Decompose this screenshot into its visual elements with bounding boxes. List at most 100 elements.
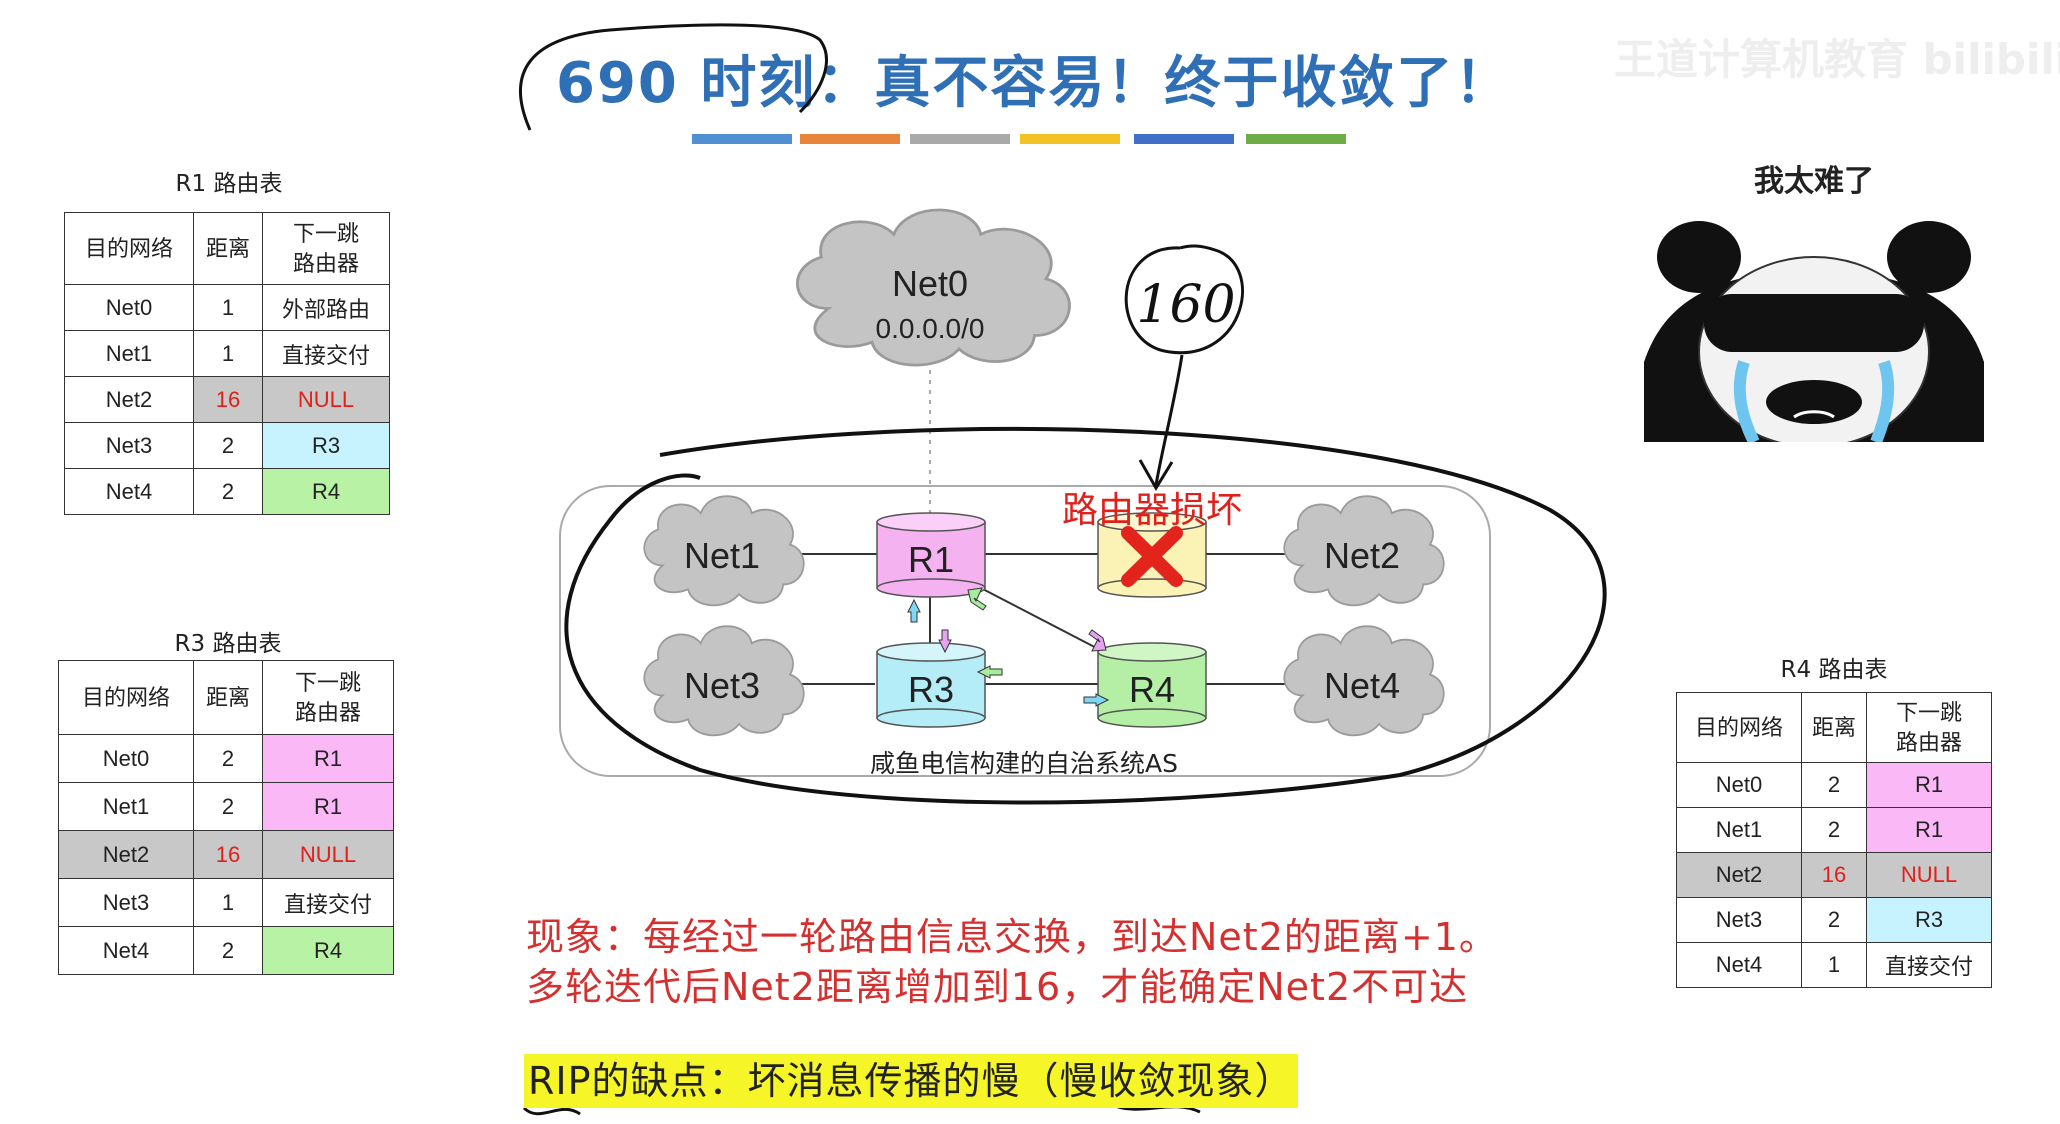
- cell-dist: 16: [193, 830, 263, 879]
- cell-hop: 外部路由: [262, 284, 390, 331]
- color-bar-5: [1134, 134, 1234, 144]
- handdrawn-ellipse-annotation: [564, 426, 1607, 805]
- cell-hop: NULL: [262, 376, 390, 423]
- router-r4: R4: [1097, 642, 1207, 728]
- cell-hop: 直接交付: [262, 878, 394, 927]
- update-arrows: [907, 587, 1110, 707]
- arrow-right-icon: [1083, 693, 1110, 707]
- net4-cloud: Net4: [1283, 625, 1445, 737]
- cell-hop: R1: [262, 734, 394, 783]
- header-dest: 目的网络: [58, 660, 194, 735]
- cell-dist: 2: [1801, 807, 1867, 853]
- cell-net: Net0: [58, 734, 194, 783]
- color-bar-6: [1246, 134, 1346, 144]
- cell-hop: R4: [262, 468, 390, 515]
- color-bar-3: [910, 134, 1010, 144]
- cell-net: Net4: [58, 926, 194, 975]
- arrow-diag-icon: [1088, 629, 1107, 652]
- cell-hop: R3: [1866, 897, 1992, 943]
- cell-hop: R1: [1866, 807, 1992, 853]
- net2-label: Net2: [1324, 535, 1400, 576]
- phenomenon-line-2: 多轮迭代后Net2距离增加到16，才能确定Net2不可达: [526, 965, 1469, 1009]
- cell-hop: 直接交付: [262, 330, 390, 377]
- broken-router-label: 路由器损坏: [1062, 490, 1242, 531]
- arrow-left-icon: [976, 665, 1003, 679]
- router-r2-broken: [1097, 512, 1207, 598]
- cell-hop: R4: [262, 926, 394, 975]
- panda-meme-image: [1644, 212, 1984, 442]
- router-r3: R3: [876, 642, 986, 728]
- r1-table-caption: R1 路由表: [175, 171, 283, 197]
- color-bar-4: [1020, 134, 1120, 144]
- cell-dist: 2: [193, 422, 263, 469]
- net2-cloud: Net2: [1283, 495, 1445, 607]
- header-hop: 下一跳 路由器: [262, 660, 394, 735]
- phenomenon-line-1: 现象：每经过一轮路由信息交换，到达Net2的距离+1。: [526, 915, 1498, 959]
- r1-label: R1: [908, 539, 954, 580]
- header-dist: 距离: [193, 212, 263, 285]
- cell-dist: 1: [193, 878, 263, 927]
- cell-dist: 2: [1801, 762, 1867, 808]
- cell-dist: 2: [1801, 897, 1867, 943]
- cell-dist: 16: [1801, 852, 1867, 898]
- net3-cloud: Net3: [643, 625, 805, 737]
- cell-hop: 直接交付: [1866, 942, 1992, 988]
- cell-hop: NULL: [1866, 852, 1992, 898]
- slide-title: 690 时刻：真不容易！终于收敛了！: [556, 51, 1513, 116]
- panda-caption: 我太难了: [1754, 164, 1874, 199]
- cell-net: Net1: [58, 782, 194, 831]
- r3-label: R3: [908, 669, 954, 710]
- cell-net: Net1: [1676, 807, 1802, 853]
- color-bar-1: [692, 134, 792, 144]
- cell-dist: 1: [193, 330, 263, 377]
- cell-hop: R1: [1866, 762, 1992, 808]
- underline-squiggle: [522, 1106, 581, 1116]
- net1-label: Net1: [684, 535, 760, 576]
- cell-dist: 1: [1801, 942, 1867, 988]
- cell-net: Net2: [58, 830, 194, 879]
- r4-label: R4: [1129, 669, 1175, 710]
- cell-hop: R1: [262, 782, 394, 831]
- cell-hop: NULL: [262, 830, 394, 879]
- cell-net: Net3: [1676, 897, 1802, 943]
- header-hop: 下一跳 路由器: [262, 212, 390, 285]
- net1-cloud: Net1: [643, 495, 805, 607]
- net3-label: Net3: [684, 665, 760, 706]
- cell-net: Net0: [1676, 762, 1802, 808]
- as-boundary: [559, 485, 1491, 777]
- header-dist: 距离: [193, 660, 263, 735]
- net4-label: Net4: [1324, 665, 1400, 706]
- r4-table-caption: R4 路由表: [1780, 657, 1888, 683]
- handdrawn-circle-annotation: [518, 23, 828, 131]
- net0-cloud: Net0 0.0.0.0/0: [795, 208, 1071, 367]
- cell-dist: 2: [193, 926, 263, 975]
- router-r1: R1: [876, 512, 986, 598]
- rip-drawback-note: RIP的缺点：坏消息传播的慢（慢收敛现象）: [524, 1054, 1298, 1108]
- handwritten-160-annotation: 160: [1124, 244, 1245, 491]
- cell-net: Net1: [64, 330, 194, 377]
- cell-net: Net4: [64, 468, 194, 515]
- as-label: 咸鱼电信构建的自治系统AS: [870, 749, 1178, 778]
- cell-net: Net2: [64, 376, 194, 423]
- header-dest: 目的网络: [1676, 692, 1802, 763]
- arrow-down-icon: [938, 629, 952, 654]
- color-bar-2: [800, 134, 900, 144]
- watermark: 王道计算机教育 bilibili: [1614, 35, 2060, 84]
- net0-label: Net0: [892, 263, 968, 304]
- phenomenon-text: 现象：每经过一轮路由信息交换，到达Net2的距离+1。 多轮迭代后Net2距离增…: [526, 912, 1498, 1012]
